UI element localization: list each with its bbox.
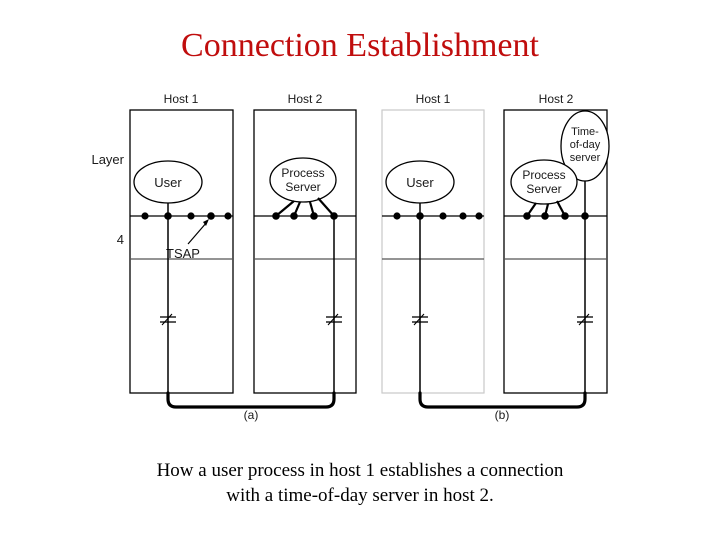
page-title: Connection Establishment	[181, 27, 539, 64]
host-box	[381, 109, 485, 394]
tsap-dot	[439, 212, 447, 220]
process-label-line-2: of-day	[570, 139, 601, 151]
panel-caption-a: (a)	[244, 408, 259, 422]
process-label-line-1: Process	[522, 168, 565, 182]
tsap-dot	[561, 212, 569, 220]
panel-b-host-1: Host 1 User	[381, 92, 485, 394]
caption-line-1: How a user process in host 1 establishes…	[156, 460, 564, 481]
process-label-line-1: Time-	[571, 126, 599, 138]
figure-svg: Layer 4 Host 1 User	[91, 92, 610, 422]
host-box	[253, 109, 357, 394]
tsap-dot	[310, 212, 318, 220]
line-break-symbol	[326, 313, 342, 326]
tsap-dot-annotated	[207, 212, 215, 220]
process-label-line-3: server	[570, 152, 601, 164]
host-title-label: Host 2	[288, 92, 323, 106]
layer-number-label: 4	[117, 232, 124, 247]
process-server-ellipse: Process Server	[269, 157, 337, 203]
process-label: User	[406, 175, 434, 190]
process-leg	[317, 197, 335, 217]
tsap-dot	[393, 212, 401, 220]
process-user-ellipse: User	[385, 160, 455, 204]
network-link-curve	[166, 391, 336, 409]
process-leg	[275, 200, 295, 217]
panel-a-host-2: Host 2 Process Server	[253, 92, 357, 394]
panel-a-host-1: Host 1 User	[129, 92, 234, 394]
process-user-ellipse: User	[133, 160, 203, 204]
panel-b: Host 1 User	[381, 92, 610, 422]
tsap-dot	[475, 212, 483, 220]
tsap-dot	[290, 212, 298, 220]
slide-caption: How a user process in host 1 establishes…	[0, 458, 720, 508]
line-break-symbol	[160, 313, 176, 326]
host-box	[129, 109, 234, 394]
tsap-dot	[224, 212, 232, 220]
panel-b-host-2: Host 2 Time- of-day server	[503, 92, 610, 394]
panel-caption-b: (b)	[495, 408, 510, 422]
process-label-line-1: Process	[281, 166, 324, 180]
tsap-annotation-label: TSAP	[166, 246, 200, 261]
process-time-of-day-server-ellipse: Time- of-day server	[560, 110, 610, 182]
tsap-dot	[141, 212, 149, 220]
tsap-dot	[541, 212, 549, 220]
host-title-label: Host 2	[539, 92, 574, 106]
process-label-line-2: Server	[526, 182, 561, 196]
tsap-dot	[272, 212, 280, 220]
tsap-dot	[187, 212, 195, 220]
tsap-dot	[523, 212, 531, 220]
process-label-line-2: Server	[285, 180, 320, 194]
host-title-label: Host 1	[416, 92, 451, 106]
layer-axis-label: Layer	[91, 152, 124, 167]
process-label: User	[154, 175, 182, 190]
line-break-symbol	[412, 313, 428, 326]
tsap-arrow-line	[187, 221, 208, 245]
tsap-arrow-head	[203, 219, 209, 226]
host-title-label: Host 1	[164, 92, 199, 106]
caption-line-2: with a time-of-day server in host 2.	[226, 485, 494, 506]
line-break-symbol	[577, 313, 593, 326]
process-server-ellipse: Process Server	[510, 159, 578, 205]
host-box	[503, 109, 608, 394]
panel-a: Host 1 User	[129, 92, 357, 422]
network-link-curve	[418, 391, 587, 409]
tsap-dot	[459, 212, 467, 220]
connection-establishment-figure: Layer 4 Host 1 User	[0, 86, 720, 431]
